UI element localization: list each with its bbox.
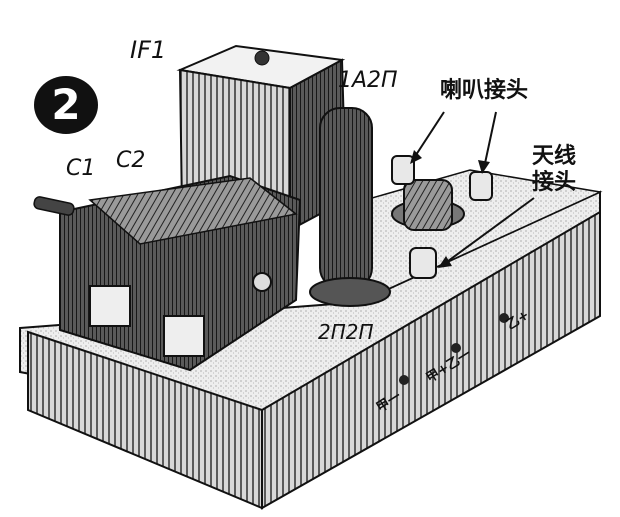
speaker-terminal-left (391, 155, 415, 185)
capacitor-shaft (33, 196, 75, 216)
tube-1a2p-socket (309, 277, 391, 307)
label-antenna-terminal-line1: 天线 (532, 144, 577, 169)
if-transformer-adjust-screw (254, 50, 270, 66)
chassis-hole (451, 343, 461, 353)
label-antenna-terminal-line2: 接头 (532, 170, 577, 195)
tube-2p2p-body (403, 179, 453, 231)
arrowhead (410, 150, 422, 164)
chassis-hole (399, 375, 409, 385)
label-tube-1a2p: 1A2Π (338, 68, 398, 93)
capacitor-trimmer-c1 (89, 285, 131, 327)
figure-number-badge: 2 (34, 76, 98, 134)
label-cap-c1: C1 (66, 156, 96, 181)
label-cap-c2: C2 (116, 148, 146, 173)
chassis-hole (499, 313, 509, 323)
label-if-transformer: IF1 (130, 36, 167, 64)
variable-capacitor-plates (88, 177, 298, 245)
chassis-left-panel (27, 330, 263, 510)
capacitor-trimmer-c2 (163, 315, 205, 357)
speaker-terminal-right (469, 171, 493, 201)
arrowhead (438, 256, 452, 268)
label-speaker-terminal: 喇叭接头 (440, 78, 529, 103)
tube-1a2p-body (319, 107, 373, 289)
leader-arrow (483, 111, 497, 169)
antenna-terminal (409, 247, 437, 279)
leader-arrow (413, 111, 445, 159)
capacitor-screw (252, 272, 272, 292)
figure-number: 2 (51, 80, 81, 129)
label-tube-2p2p: 2Π2Π (318, 320, 374, 344)
leader-arrow (443, 197, 535, 265)
arrowhead (478, 160, 490, 174)
